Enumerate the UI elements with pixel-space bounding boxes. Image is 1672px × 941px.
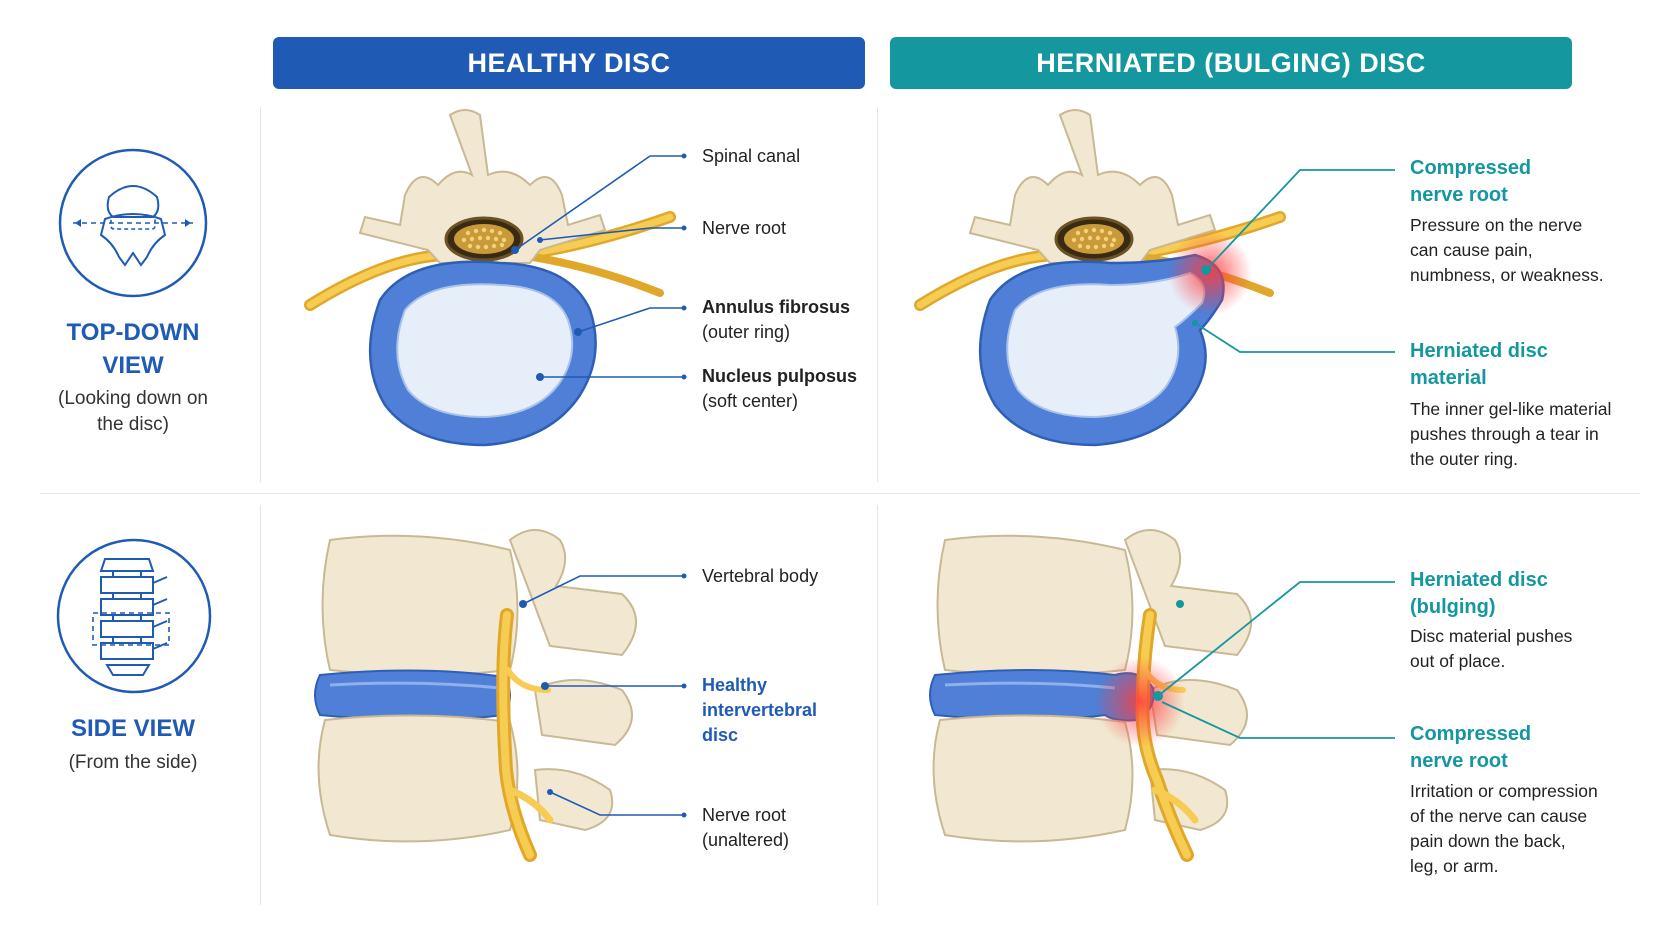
desc-compressed-top-line1: Pressure on the nerve [1410, 215, 1583, 235]
label-bulging-line1: Herniated disc [1410, 569, 1548, 591]
healthy-disc-header: HEALTHY DISC [273, 37, 865, 89]
label-material-line1: Herniated disc [1410, 340, 1548, 362]
desc-compressed-side-line2: of the nerve can cause [1410, 806, 1588, 826]
side-view-title: SIDE VIEW [70, 715, 196, 742]
desc-compressed-nerve-root-side: Irritation or compression of the nerve c… [1410, 779, 1598, 879]
herniated-side-illustration [929, 529, 1252, 862]
label-annulus-line1: Annulus fibrosus [702, 297, 850, 317]
desc-compressed-top-line3: numbness, or weakness. [1410, 265, 1604, 285]
top-down-view-title-line1: TOP-DOWN [66, 319, 200, 346]
label-herniated-disc-bulging: Herniated disc (bulging) [1410, 567, 1548, 621]
desc-compressed-nerve-root-top: Pressure on the nerve can cause pain, nu… [1410, 213, 1604, 288]
label-annulus-line2: (outer ring) [702, 322, 791, 342]
desc-bulging-line2: out of place. [1410, 651, 1506, 671]
desc-compressed-top-line2: can cause pain, [1410, 240, 1533, 260]
leader-herniated-material [1194, 322, 1395, 353]
row-divider [40, 493, 1640, 494]
top-down-view-title: TOP-DOWN VIEW [30, 316, 236, 382]
left-column-divider [260, 107, 261, 482]
label-nucleus-line1: Nucleus pulposus [702, 366, 858, 386]
side-view-subtitle: (From the side) [68, 752, 198, 773]
desc-material-line3: the outer ring. [1410, 449, 1518, 469]
label-bulging-line2: (bulging) [1410, 596, 1496, 618]
top-down-view-title-line2: VIEW [102, 352, 164, 379]
label-compressed-nerve-root-side: Compressed nerve root [1410, 721, 1531, 775]
leader-compressed-top [1205, 169, 1395, 271]
desc-compressed-side-line1: Irritation or compression [1410, 781, 1598, 801]
desc-bulging-line1: Disc material pushes [1410, 626, 1573, 646]
left-column-divider-bottom [260, 505, 261, 905]
healthy-side-illustration [314, 529, 637, 862]
desc-material-line2: pushes through a tear in [1410, 424, 1599, 444]
leader-compressed-side [1161, 701, 1395, 739]
disc-top-view-icon [58, 148, 208, 298]
top-down-view-subtitle-line1: (Looking down on [58, 388, 208, 409]
top-down-view-subtitle: (Looking down on the disc) [30, 386, 236, 438]
desc-herniated-disc-material: The inner gel-like material pushes throu… [1410, 397, 1611, 472]
herniated-top-down-illustration [914, 109, 1286, 447]
label-material-line2: material [1410, 367, 1487, 389]
label-healthy-line3: disc [702, 725, 739, 745]
healthy-top-down-illustration [304, 109, 676, 447]
leader-spinal-canal [514, 155, 684, 251]
leader-herniated-bulging [1157, 581, 1395, 697]
desc-compressed-side-line3: pain down the back, [1410, 831, 1566, 851]
spine-side-view-icon [56, 538, 212, 694]
middle-column-divider-bottom [877, 505, 878, 905]
label-vertebral-body: Vertebral body [702, 566, 819, 586]
label-nerve-side-line1: Nerve root [702, 805, 787, 825]
label-annulus-fibrosus: Annulus fibrosus (outer ring) [702, 295, 850, 345]
label-nucleus-pulposus: Nucleus pulposus (soft center) [702, 364, 857, 414]
label-nucleus-line2: (soft center) [702, 391, 799, 411]
label-compressed-top-line2: nerve root [1410, 184, 1508, 206]
middle-column-divider [877, 107, 878, 482]
label-compressed-side-line1: Compressed [1410, 723, 1532, 745]
label-compressed-nerve-root-top: Compressed nerve root [1410, 155, 1531, 209]
leader-nerve-root [539, 227, 684, 241]
label-spinal-canal: Spinal canal [702, 146, 801, 166]
label-healthy-intervertebral-disc: Healthy intervertebral disc [702, 673, 817, 748]
label-nerve-root: Nerve root [702, 218, 787, 238]
desc-compressed-side-line4: leg, or arm. [1410, 856, 1499, 876]
top-down-view-subtitle-line2: the disc) [97, 414, 169, 435]
label-compressed-side-line2: nerve root [1410, 750, 1508, 772]
label-healthy-line1: Healthy [702, 675, 768, 695]
leader-annulus [577, 307, 684, 333]
label-healthy-line2: intervertebral [702, 700, 818, 720]
desc-herniated-disc-bulging: Disc material pushes out of place. [1410, 624, 1572, 674]
leader-nerve-root-side [549, 791, 684, 816]
desc-material-line1: The inner gel-like material [1410, 399, 1612, 419]
label-nerve-root-unaltered: Nerve root (unaltered) [702, 803, 789, 853]
leader-vertebral-body [522, 575, 684, 605]
label-nerve-side-line2: (unaltered) [702, 830, 790, 850]
label-compressed-top-line1: Compressed [1410, 157, 1532, 179]
herniated-disc-header: HERNIATED (BULGING) DISC [890, 37, 1572, 89]
label-herniated-disc-material: Herniated disc material [1410, 338, 1548, 392]
